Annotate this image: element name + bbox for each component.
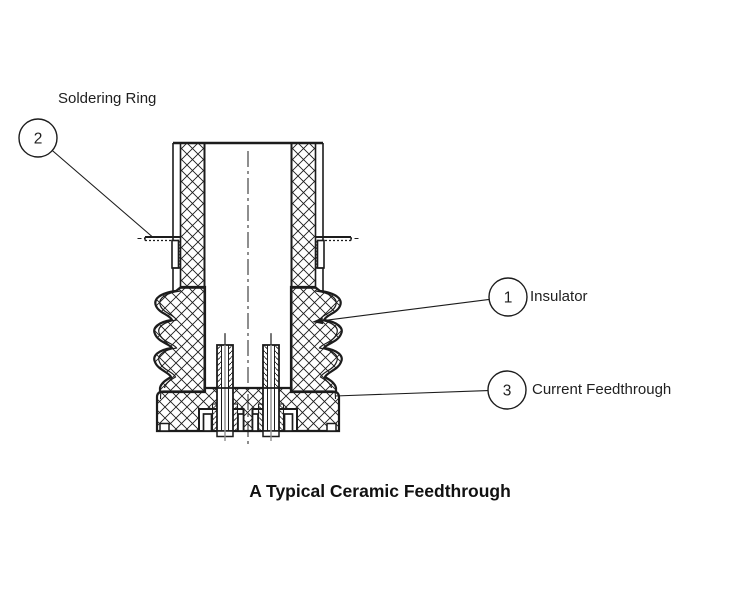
- balloon-2: 2: [18, 118, 58, 158]
- leader-lines: [51, 150, 490, 397]
- leader-insulator-arrow: [312, 317, 324, 325]
- balloon-1-number: 1: [504, 290, 513, 307]
- base-notch: [326, 422, 337, 432]
- leader-current-feedthrough: [334, 390, 489, 397]
- base-notch: [159, 422, 170, 432]
- balloon-2-number: 2: [34, 131, 43, 148]
- leader-insulator: [313, 298, 490, 323]
- balloon-1: 1: [488, 277, 528, 317]
- balloon-3: 3: [487, 370, 527, 410]
- soldering-ring-label: Soldering Ring: [58, 90, 157, 107]
- insulator-label: Insulator: [530, 288, 588, 305]
- balloon-3-number: 3: [503, 383, 512, 400]
- current-feedthrough-label: Current Feedthrough: [532, 381, 672, 398]
- leader-soldering-ring: [51, 150, 153, 237]
- figure-title: A Typical Ceramic Feedthrough: [249, 481, 511, 501]
